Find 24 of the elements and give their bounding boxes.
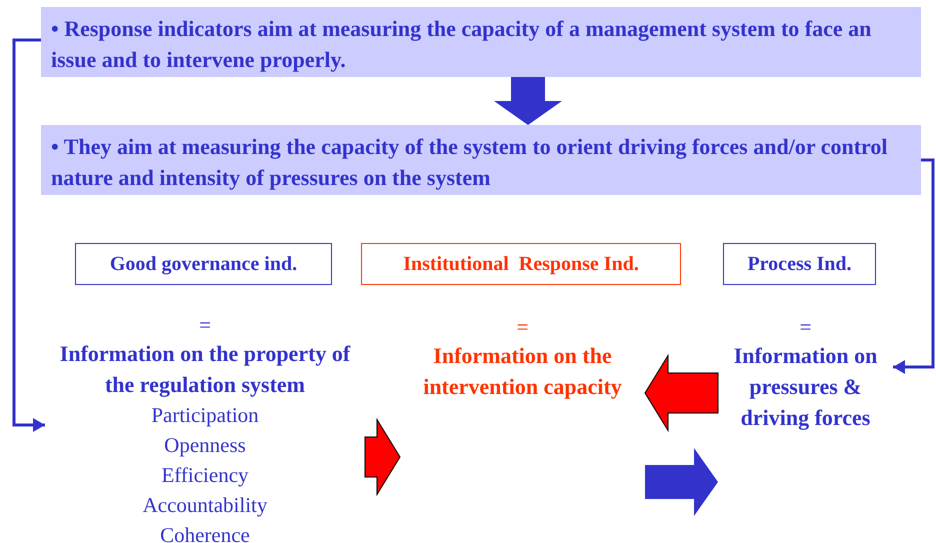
- list-item: Accountability: [142, 492, 268, 519]
- list-item: Participation: [151, 402, 259, 429]
- block-arrow: [494, 77, 562, 125]
- equals-sign: =: [516, 314, 528, 341]
- description-text: Information on the intervention capacity: [422, 342, 623, 401]
- block-arrow: [644, 354, 718, 432]
- indicator-box: Institutional Response Ind.: [361, 243, 681, 285]
- indicator-box: Process Ind.: [723, 243, 876, 285]
- block-arrow: [364, 418, 401, 496]
- statement-text: • They aim at measuring the capacity of the system to orient driving forces and/or control nature and intensity of pressures on the system: [51, 133, 888, 192]
- equals-sign: =: [199, 312, 211, 339]
- list-item: Coherence: [160, 522, 250, 543]
- description-text: Information on the property of the regulation system: [58, 340, 352, 399]
- statement-band: [41, 125, 921, 195]
- connector-arrow: [12, 38, 45, 432]
- description-text: Information on pressures & driving forces: [732, 342, 878, 432]
- indicator-box: Good governance ind.: [75, 243, 332, 285]
- connector-arrow: [893, 158, 934, 374]
- list-item: Efficiency: [161, 462, 249, 489]
- statement-band: [41, 7, 921, 77]
- block-arrow: [645, 448, 718, 516]
- statement-text: • Response indicators aim at measuring the capacity of a management system to face an issue and to intervene properly.: [51, 15, 872, 74]
- list-item: Openness: [164, 432, 246, 459]
- equals-sign: =: [800, 314, 812, 341]
